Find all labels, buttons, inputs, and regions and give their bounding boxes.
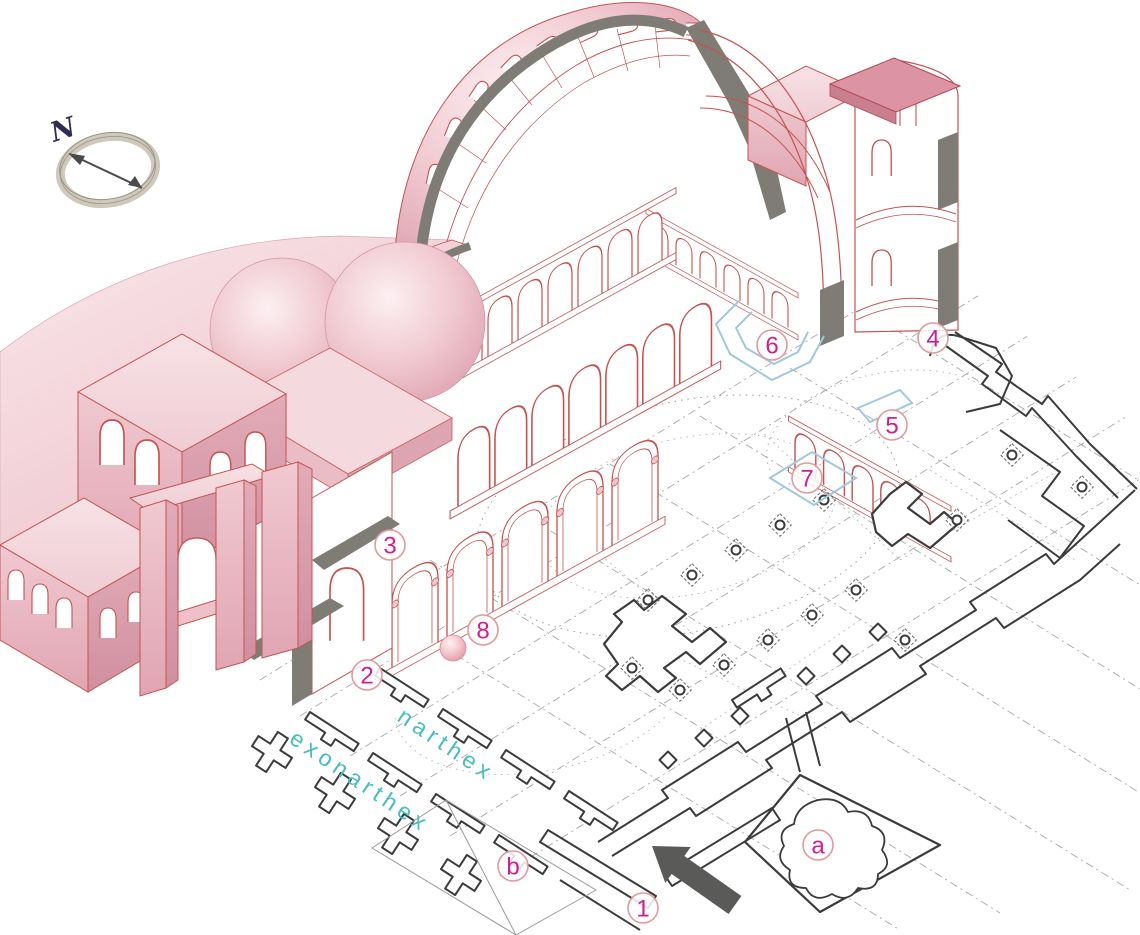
highlight-area-7 <box>768 450 858 507</box>
north-upper-gallery <box>419 186 677 403</box>
marker-a: a <box>802 829 834 861</box>
marker-2-label: 2 <box>360 663 373 690</box>
cut-pier-east <box>686 20 786 220</box>
marker-b: b <box>497 850 529 882</box>
compass: N <box>46 111 161 209</box>
marker-5: 5 <box>876 409 908 441</box>
marker-6-label: 6 <box>765 333 778 360</box>
marker-3: 3 <box>374 529 406 561</box>
marker-8-label: 8 <box>476 618 489 645</box>
compass-needle-head <box>68 153 85 165</box>
marker-6: 6 <box>756 329 788 361</box>
sphere-marker <box>439 634 467 662</box>
building-cutaway <box>0 2 962 706</box>
marker-a-label: a <box>811 833 825 860</box>
highlight-area-5 <box>856 388 914 424</box>
ne-annex-block <box>746 65 866 187</box>
marker-8: 8 <box>467 614 499 646</box>
dome-ribs <box>431 25 661 209</box>
main-pier-se <box>870 480 960 550</box>
marker-1-label: 1 <box>636 896 649 923</box>
highlight-area-6 <box>714 299 825 382</box>
marker-7: 7 <box>791 462 823 494</box>
marker-1: 1 <box>627 892 659 924</box>
great-east-arch <box>687 29 843 331</box>
marker-4: 4 <box>917 322 949 354</box>
east-upper-gallery <box>645 208 799 341</box>
dome-drum-ring-inner <box>454 54 691 271</box>
cut-pier-ne <box>820 280 844 346</box>
se-outer-wall <box>597 489 1136 857</box>
north-lower-gallery <box>449 296 722 520</box>
entrance-arrow <box>652 846 742 914</box>
apse-tower <box>828 57 962 333</box>
main-pier-sw <box>602 594 728 694</box>
west-buttress-piers <box>128 461 313 697</box>
marker-b-label: b <box>506 854 519 881</box>
baptistery-plan <box>743 711 942 914</box>
marker-4-label: 4 <box>926 326 939 353</box>
marker-7-label: 7 <box>800 466 813 493</box>
ground-plan <box>243 331 1138 935</box>
dome-section-cut <box>414 14 689 267</box>
ne-wall <box>945 331 1138 559</box>
south-vestibule-walls <box>539 807 781 931</box>
highlight-areas <box>714 299 914 507</box>
dome-drum-ring <box>439 37 693 269</box>
marker-2: 2 <box>351 659 383 691</box>
east-semidome <box>699 95 831 199</box>
marker-3-label: 3 <box>383 533 396 560</box>
marker-5-label: 5 <box>885 413 898 440</box>
compass-needle-tail <box>128 176 142 188</box>
courtyard-outline <box>371 799 597 935</box>
